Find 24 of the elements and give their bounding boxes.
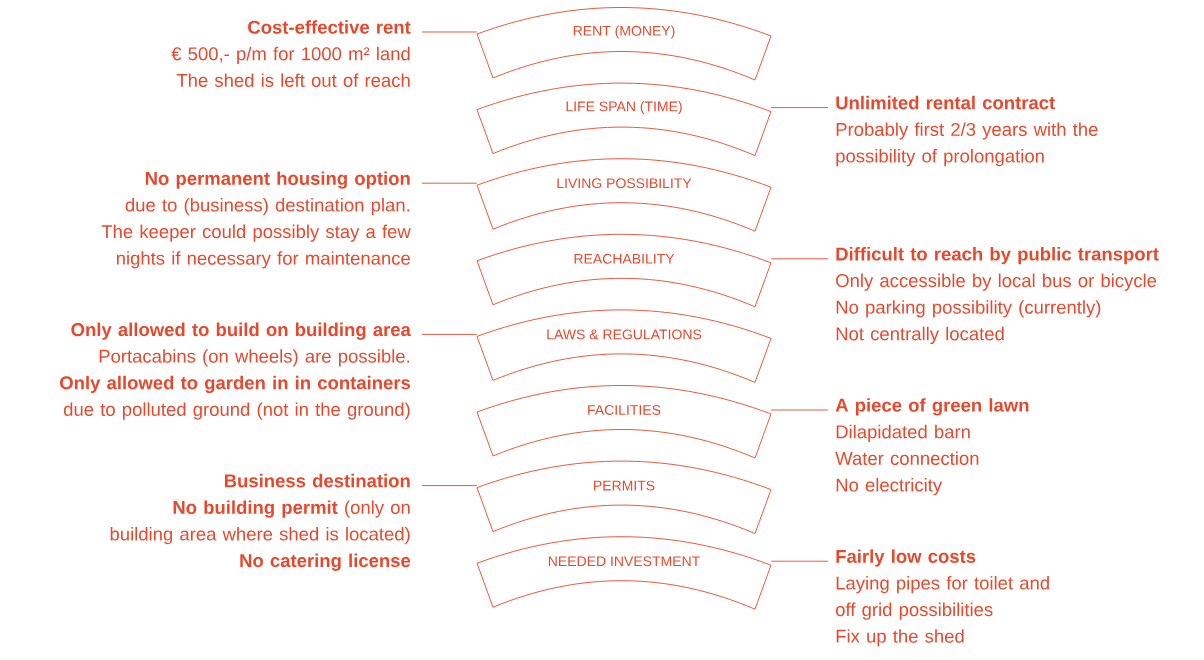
annotation-text: Fairly low costs Laying pipes for toilet and off grid possibilities Fix up the shed [836, 549, 1049, 647]
arc-band: NEEDED INVESTMENT [476, 536, 772, 610]
arc-band: FACILITIES [476, 385, 772, 459]
connector-line [770, 560, 829, 562]
arc-band: RENT (MONEY) [476, 7, 772, 81]
connector-line [770, 258, 829, 260]
annotation-text: Only allowed to build on building area Portacabins (on wheels) are possible. Only allowed to garden in in containers due to polluted ground (not in the ground) [60, 322, 411, 420]
connector-line [421, 182, 478, 184]
arc-band: PERMITS [476, 460, 772, 535]
connector-line [421, 333, 478, 335]
connector-line [770, 409, 829, 411]
arc-band: LIFE SPAN (TIME) [476, 82, 772, 157]
arc-band: LAWS & REGULATIONS [476, 309, 772, 383]
connector-line [421, 485, 478, 487]
annotation-text: No permanent housing option due to (business) destination plan. The keeper could possibly stay a few nights if necessary for maintenance [101, 171, 411, 269]
annotation-text: Difficult to reach by public transport Only accessible by local bus or bicycle No parking possibility (currently) Not centrally located [836, 247, 1159, 345]
annotation-text: A piece of green lawn Dilapidated barn Water connection No electricity [835, 398, 1029, 496]
connector-line [770, 107, 829, 109]
arc-band: LIVING POSSIBILITY [476, 158, 772, 232]
annotation-text: Unlimited rental contract Probably first 2/3 years with the possibility of prolongation [836, 95, 1098, 167]
annotation-text: Cost-effective rent € 500,- p/m for 1000 m² land The shed is left out of reach [171, 20, 411, 87]
arc-band: REACHABILITY [476, 233, 772, 308]
annotation-text: Business destination No building permit (only on building area where shed is located) No catering license [110, 473, 411, 571]
connector-line [421, 31, 478, 33]
